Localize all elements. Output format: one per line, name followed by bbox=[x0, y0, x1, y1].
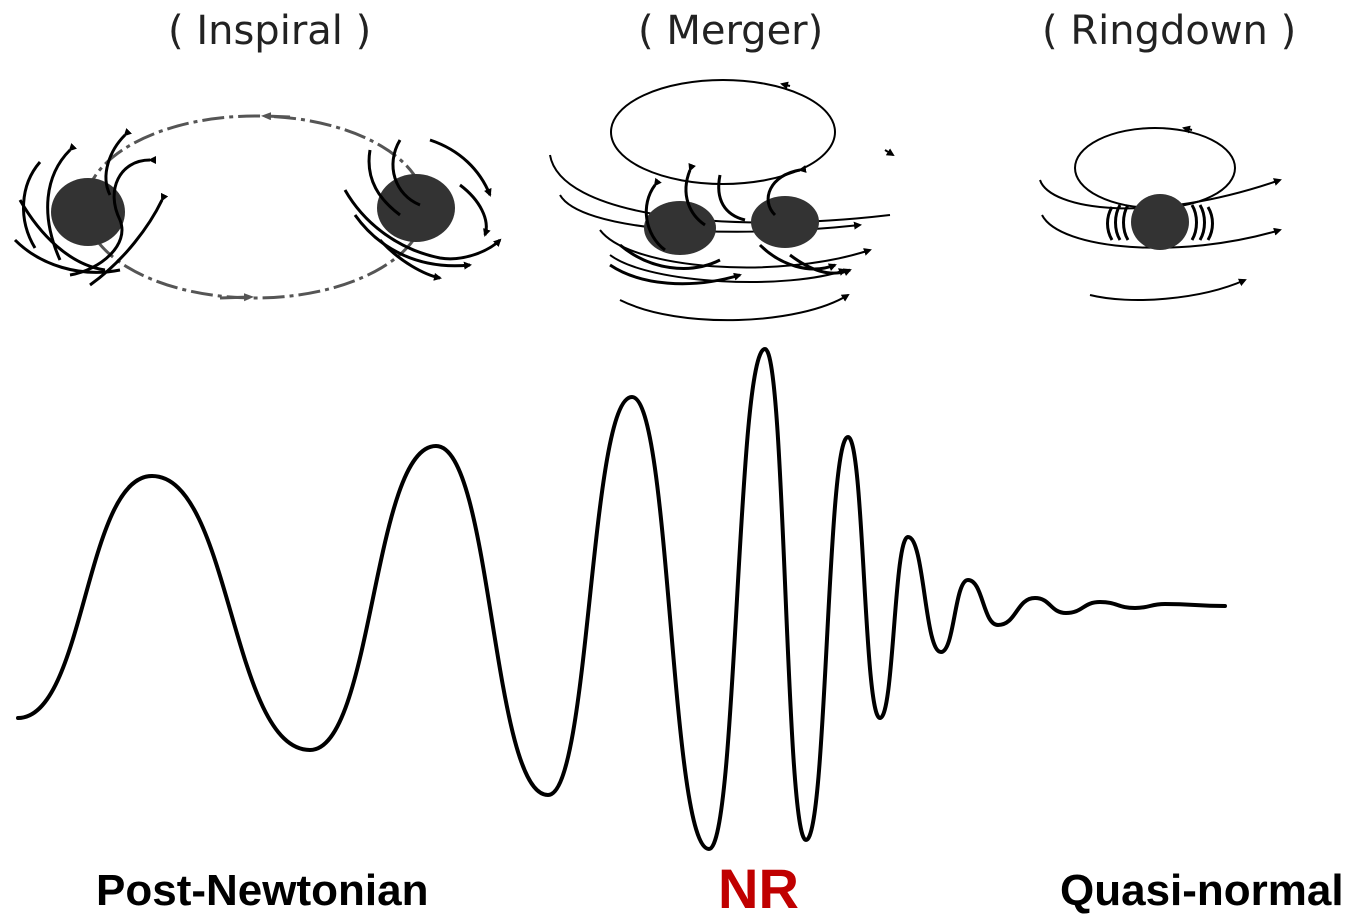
merger-title: ( Merger) bbox=[638, 8, 824, 54]
quasi-normal-label: Quasi-normal bbox=[1060, 866, 1344, 915]
orbit-path bbox=[83, 114, 427, 300]
black-hole-left bbox=[51, 178, 125, 246]
orbit-arrow-bottom bbox=[219, 293, 254, 302]
black-hole-merger-right bbox=[751, 196, 819, 248]
nr-label: NR bbox=[718, 857, 799, 920]
post-newtonian-label: Post-Newtonian bbox=[96, 866, 429, 915]
field-lines-left bbox=[13, 127, 169, 287]
merger-illustration bbox=[549, 79, 895, 322]
black-hole-right bbox=[377, 174, 455, 242]
inspiral-illustration bbox=[13, 112, 502, 302]
orbit-arrow-top bbox=[261, 112, 291, 121]
ringdown-title: ( Ringdown ) bbox=[1042, 8, 1297, 54]
ringdown-illustration bbox=[1039, 125, 1282, 301]
waveform-curve bbox=[16, 347, 1227, 851]
inspiral-title: ( Inspiral ) bbox=[168, 8, 372, 54]
merger-top-loop bbox=[610, 79, 836, 185]
black-hole-remnant bbox=[1131, 194, 1189, 250]
black-hole-merger-left bbox=[644, 201, 716, 255]
field-lines-right bbox=[343, 138, 502, 281]
